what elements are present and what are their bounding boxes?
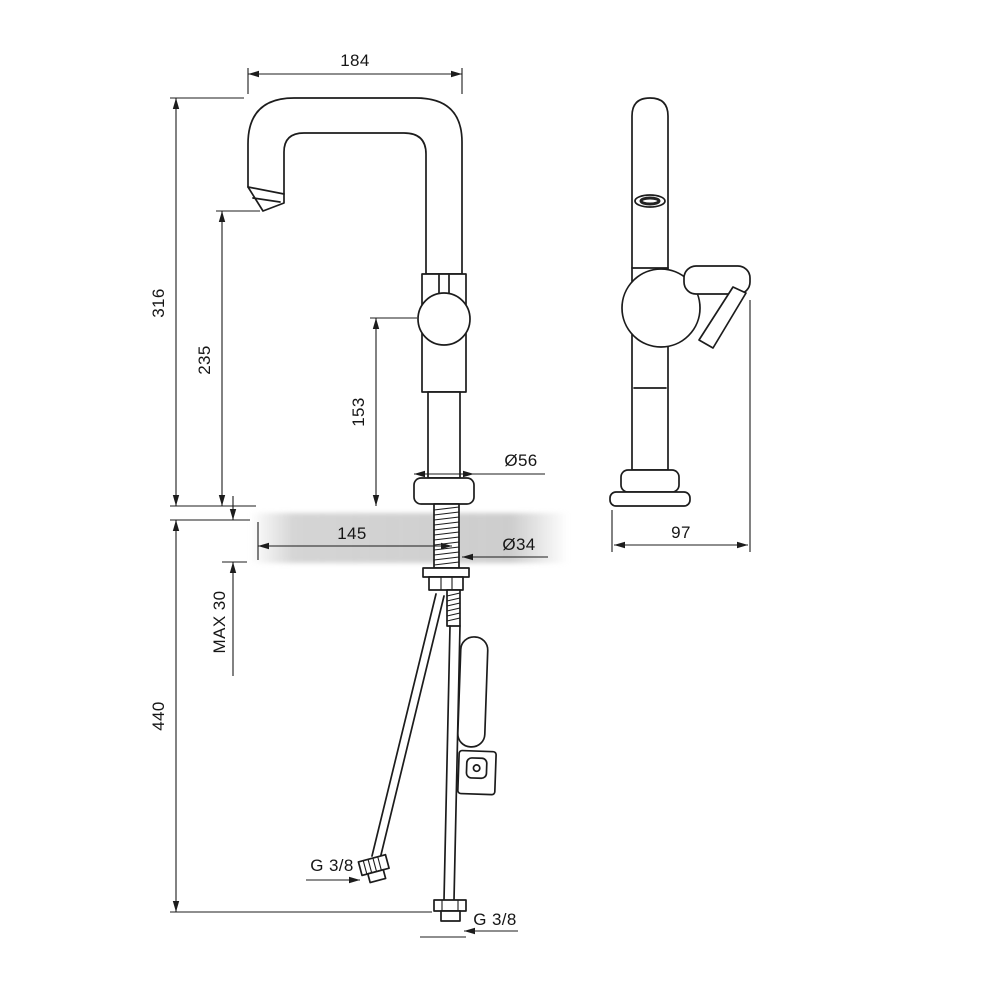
dimension-hose-length: 440 xyxy=(149,519,432,913)
dimension-shank-diameter: Ø34 xyxy=(462,535,548,561)
bottom-hose-fitting xyxy=(433,899,467,922)
dimension-base-diameter: Ø56 xyxy=(414,451,545,478)
dim-label-bottom-hose-thread: G 3/8 xyxy=(473,910,517,929)
dim-label-spout-reach: 184 xyxy=(340,51,370,70)
fixing-hardware xyxy=(456,636,497,796)
lower-column xyxy=(427,391,461,479)
dimension-side-depth: 97 xyxy=(611,300,751,552)
dim-label-total-height: 316 xyxy=(149,288,168,318)
bottom-supply-hose xyxy=(443,625,461,901)
dimension-body-height: 153 xyxy=(349,317,417,506)
handle-knob xyxy=(417,292,471,346)
dim-label-base-diameter: Ø56 xyxy=(504,451,537,470)
base-flange xyxy=(413,477,475,505)
dimension-bottom-hose-thread: G 3/8 xyxy=(420,910,518,938)
left-supply-hose xyxy=(371,593,445,860)
dimension-total-height: 316 xyxy=(149,97,256,507)
dim-label-side-depth: 97 xyxy=(671,523,691,542)
threaded-shank xyxy=(433,503,460,569)
dim-label-shank-diameter: Ø34 xyxy=(502,535,535,554)
dim-label-body-height: 153 xyxy=(349,397,368,427)
threaded-rod xyxy=(446,589,461,627)
spout-outline xyxy=(247,97,463,275)
aerator-outer xyxy=(634,194,666,208)
countertop-band xyxy=(250,513,568,563)
dim-label-hose-length: 440 xyxy=(149,701,168,731)
dim-label-spout-outlet-height: 235 xyxy=(195,345,214,375)
dimension-max-deck-thickness: MAX 30 xyxy=(210,496,247,676)
mounting-nut xyxy=(422,567,470,591)
aerator-inner xyxy=(639,196,661,206)
side-base-disc xyxy=(609,491,691,507)
dimension-spout-outlet-height: 235 xyxy=(195,210,260,506)
side-base-flange xyxy=(620,469,680,493)
dimensions: 184 316 235 153 xyxy=(149,51,751,938)
dim-label-mounting-depth: 145 xyxy=(337,524,367,543)
dimension-left-hose-thread: G 3/8 xyxy=(306,856,360,884)
side-view xyxy=(609,97,751,507)
left-hose-fitting xyxy=(357,853,390,884)
dimension-spout-reach: 184 xyxy=(247,51,463,94)
handle-pin xyxy=(438,273,450,295)
dim-label-max-deck-thickness: MAX 30 xyxy=(210,591,229,654)
front-view xyxy=(247,97,497,922)
spout-tip-lines xyxy=(247,186,285,203)
dimension-mounting-depth: 145 xyxy=(257,522,452,560)
dim-label-left-hose-thread: G 3/8 xyxy=(310,856,354,875)
side-handle-lever xyxy=(698,286,747,349)
side-cartridge-housing xyxy=(621,268,701,348)
